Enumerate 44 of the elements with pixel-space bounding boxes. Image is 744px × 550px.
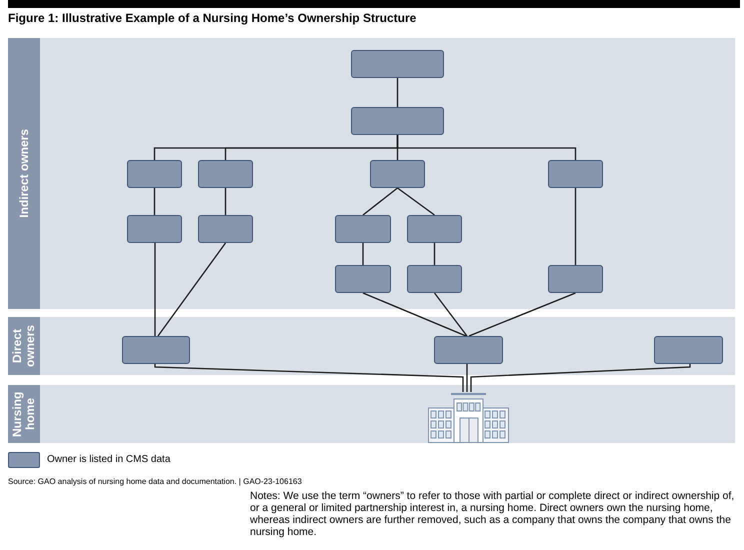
owner-box [127, 160, 182, 188]
band [8, 38, 735, 309]
owner-box [198, 215, 253, 243]
figure-title: Figure 1: Illustrative Example of a Nursing Home’s Ownership Structure [8, 11, 416, 25]
notes-text: Notes: We use the term “owners” to refer to those with partial or complete direct or indirect ownership of, or a general or limited partnership interest in, a nursing home. Direct owners own the nursing home, whereas indirect owners are further removed, such as a company that owns the company that owns the nursing home. [250, 490, 736, 538]
owner-box [335, 215, 391, 243]
connector-line [362, 243, 364, 265]
connector-line [154, 364, 464, 392]
band [8, 317, 735, 375]
legend-label: Owner is listed in CMS data [47, 454, 170, 465]
owner-box [198, 160, 253, 188]
connector-line [396, 135, 576, 160]
connector-line [574, 188, 576, 265]
connector-line [154, 188, 156, 215]
connector-line [157, 242, 226, 336]
band-heading: Indirect owners [18, 129, 30, 218]
band-heading: Nursing home [11, 390, 37, 439]
connector-line [396, 78, 398, 107]
owner-box [548, 160, 603, 188]
owner-box [654, 336, 723, 364]
owner-box [548, 265, 603, 293]
connector-line [468, 292, 576, 337]
band [8, 385, 735, 443]
owner-box [434, 336, 503, 364]
owner-box [407, 215, 462, 243]
owner-box [351, 107, 444, 135]
owner-box [122, 336, 190, 364]
building-icon [428, 392, 509, 443]
owner-box [370, 160, 425, 188]
connector-line [466, 364, 468, 392]
owner-box [407, 265, 462, 293]
owner-box [127, 215, 182, 243]
owner-box [335, 265, 391, 293]
owner-box [351, 50, 444, 78]
connector-line [362, 292, 466, 337]
source-note: Source: GAO analysis of nursing home data and documentation. | GAO-23-106163 [8, 477, 303, 486]
connector-line [397, 187, 435, 216]
connector-line [470, 364, 691, 392]
connector-line [434, 292, 468, 336]
band-heading: Direct owners [11, 324, 37, 370]
connector-line [434, 243, 436, 265]
connector-line [154, 243, 156, 336]
connector-line [224, 188, 226, 215]
connector-line [362, 187, 398, 216]
